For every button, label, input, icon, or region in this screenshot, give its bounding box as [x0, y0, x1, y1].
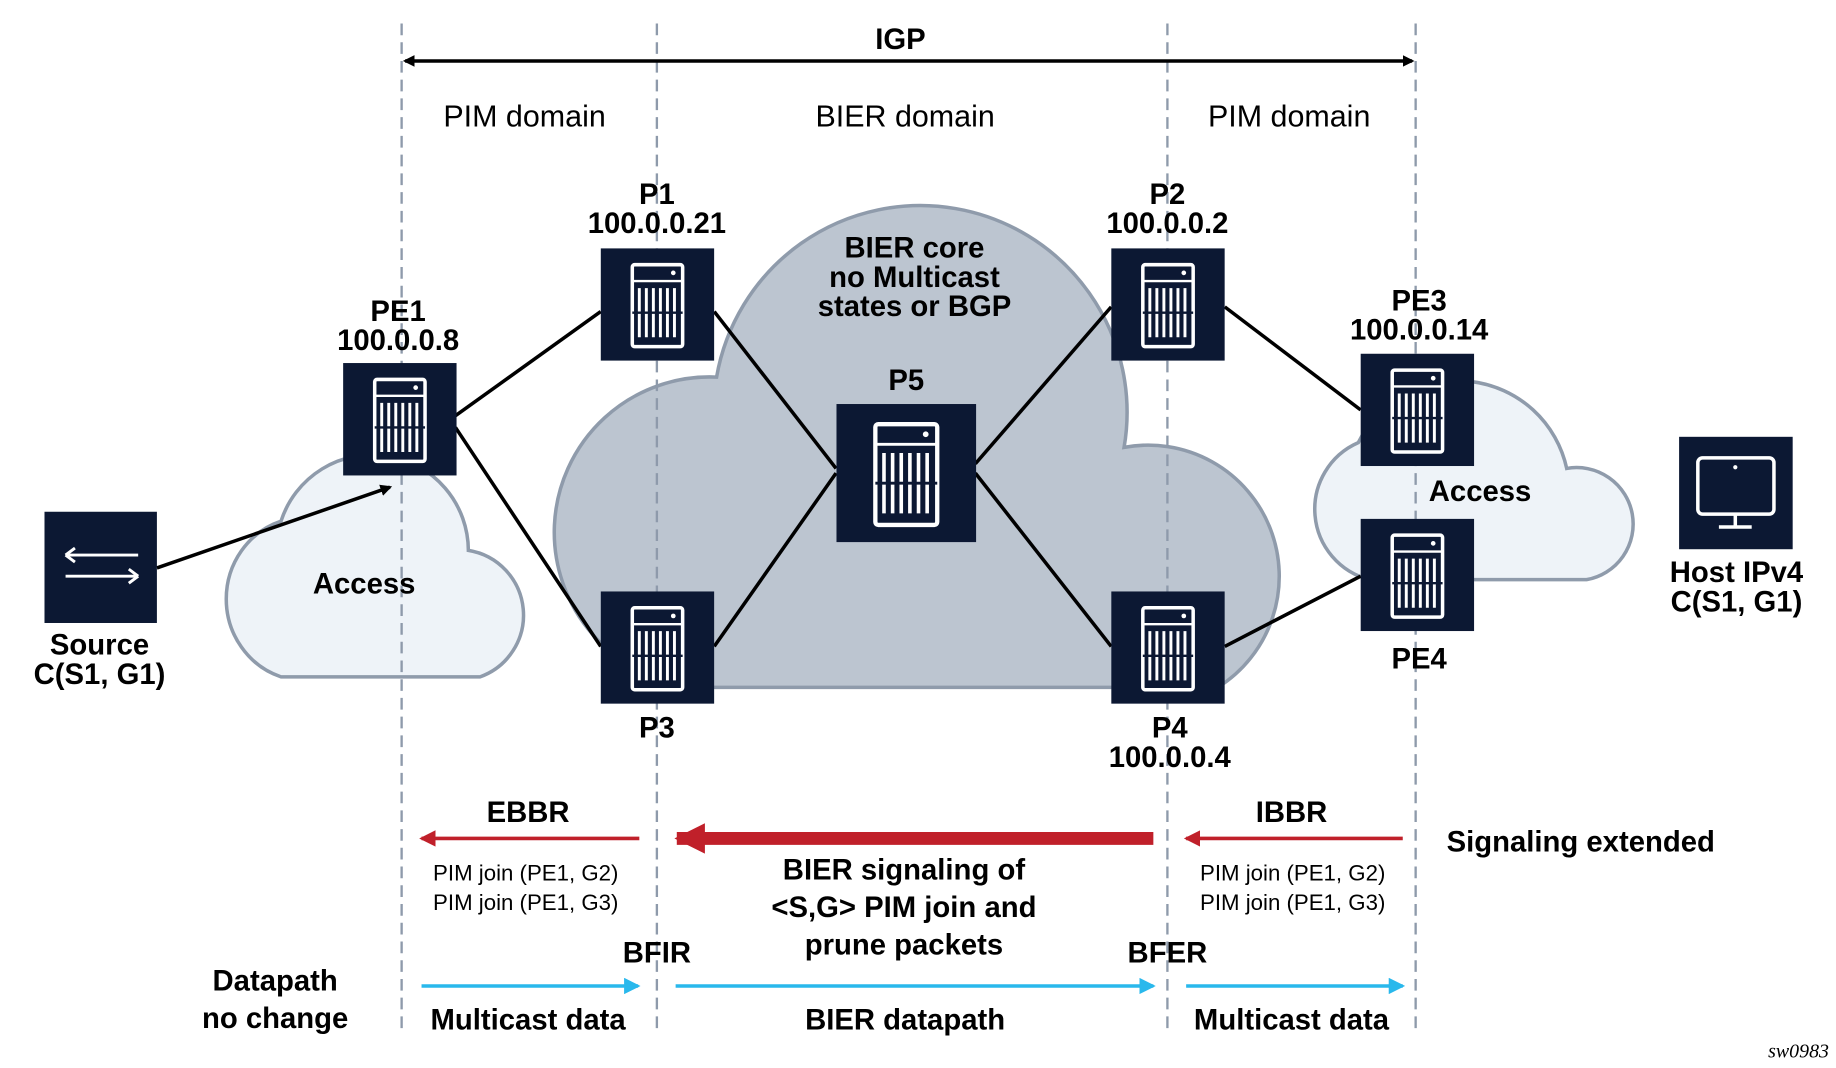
pe4-name: PE4 — [1391, 644, 1447, 676]
bier-signaling-text: prune packets — [805, 929, 1003, 961]
right-join: PIM join (PE1, G2) — [1200, 861, 1385, 886]
pe1-name: PE1 — [370, 296, 425, 328]
left-join: PIM join (PE1, G2) — [433, 861, 618, 886]
multicast-data-right: Multicast data — [1194, 1004, 1390, 1036]
igp-label: IGP — [875, 24, 925, 56]
p4-ip: 100.0.0.4 — [1109, 742, 1232, 774]
source-group: C(S1, G1) — [34, 659, 166, 691]
router-pe1[interactable] — [343, 363, 457, 476]
router-p4[interactable] — [1111, 591, 1225, 704]
router-pe4[interactable] — [1360, 518, 1475, 632]
pim-domain-left: PIM domain — [443, 100, 605, 134]
access-left-label: Access — [313, 569, 416, 601]
source-name: Source — [50, 630, 149, 662]
core-text: states or BGP — [818, 291, 1012, 323]
router-p5[interactable] — [836, 404, 976, 542]
bier-signaling-text: BIER signaling of — [783, 854, 1026, 886]
right-join: PIM join (PE1, G3) — [1200, 890, 1385, 915]
ebbr-label: EBBR — [487, 797, 570, 829]
router-p1[interactable] — [600, 248, 715, 361]
left-join: PIM join (PE1, G3) — [433, 890, 618, 915]
core-text: no Multicast — [829, 262, 1000, 294]
p1-ip: 100.0.0.21 — [588, 208, 726, 240]
p5-name: P5 — [888, 365, 924, 397]
router-p2[interactable] — [1111, 248, 1225, 361]
access-cloud-left — [224, 452, 526, 679]
bier-datapath: BIER datapath — [805, 1004, 1005, 1036]
p1-name: P1 — [639, 179, 675, 211]
p2-name: P2 — [1150, 179, 1186, 211]
p3-name: P3 — [639, 713, 675, 745]
bfer-label: BFER — [1128, 938, 1208, 970]
datapath-text: no change — [202, 1003, 348, 1035]
host-group: C(S1, G1) — [1671, 586, 1803, 618]
router-pe3[interactable] — [1360, 353, 1475, 467]
router-p3[interactable] — [600, 591, 715, 704]
access-right-label: Access — [1429, 476, 1532, 508]
multicast-data-left: Multicast data — [431, 1004, 627, 1036]
host-name: Host IPv4 — [1670, 557, 1804, 589]
host-monitor-icon[interactable] — [1679, 436, 1793, 550]
figure-id: sw0983 — [1768, 1040, 1829, 1062]
bier-domain: BIER domain — [815, 100, 994, 134]
links — [156, 305, 1362, 648]
p4-name: P4 — [1152, 713, 1189, 745]
pe1-ip: 100.0.0.8 — [337, 325, 459, 357]
ibbr-label: IBBR — [1256, 797, 1328, 829]
signaling-extended: Signaling extended — [1447, 826, 1715, 858]
datapath-text: Datapath — [213, 966, 338, 998]
bfir-label: BFIR — [623, 938, 691, 970]
pe3-name: PE3 — [1391, 285, 1446, 317]
bier-signaling-text: <S,G> PIM join and — [771, 892, 1036, 924]
pe3-ip: 100.0.0.14 — [1350, 315, 1489, 347]
pim-domain-right: PIM domain — [1208, 100, 1370, 134]
source-switch-icon[interactable] — [44, 511, 157, 623]
p2-ip: 100.0.0.2 — [1106, 208, 1228, 240]
core-text: BIER core — [845, 233, 985, 265]
